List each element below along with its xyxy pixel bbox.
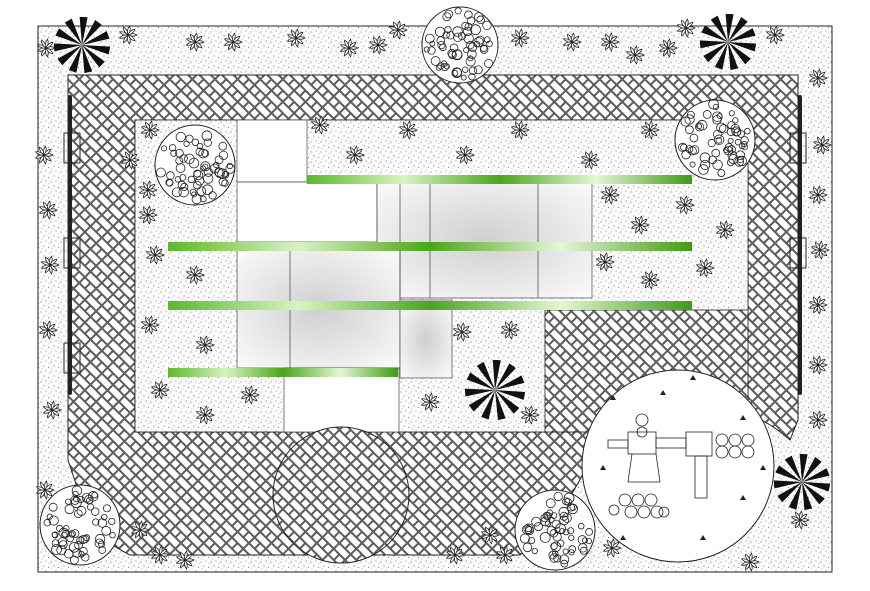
circular-paved-plaza: [273, 427, 409, 563]
canopy-tree-icon: [40, 485, 120, 565]
canopy-tree-icon: [675, 99, 755, 180]
canopy-tree-icon: [155, 125, 235, 205]
canopy-tree-icon: [515, 490, 595, 570]
children-play-area: [582, 370, 774, 562]
canopy-tree-icon: [422, 7, 498, 83]
